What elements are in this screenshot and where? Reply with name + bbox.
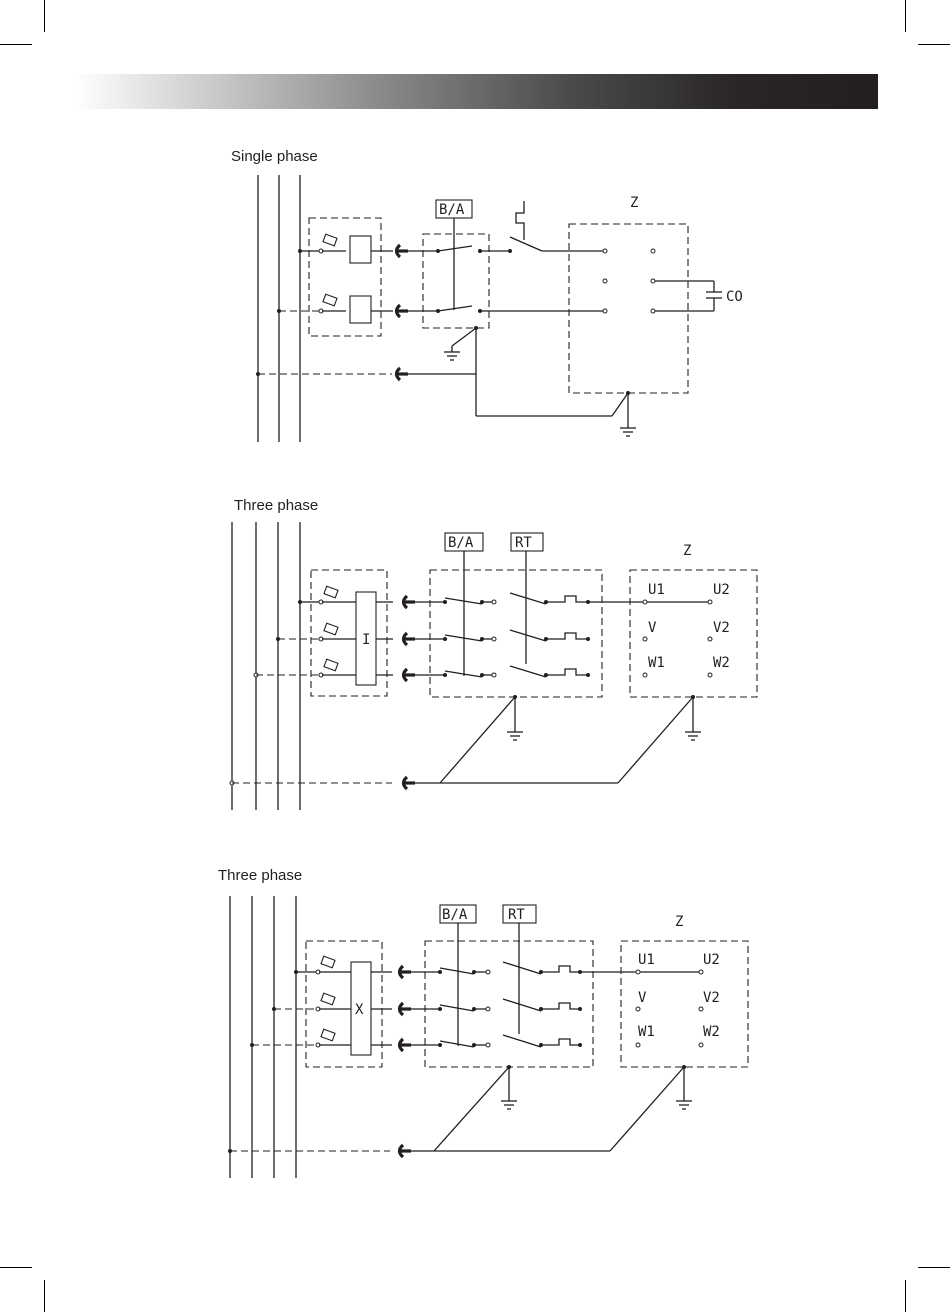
crop-mark <box>905 1280 906 1312</box>
label-relay-rt-3ph-2: RT <box>508 907 525 923</box>
phase-rows-2 <box>411 962 638 1047</box>
three-phase-diagram-2: X B/A RT Z U1 U2 <box>0 0 950 1200</box>
terminal-w1-2: W1 <box>638 1024 655 1040</box>
terminal-w2-2: W2 <box>703 1024 720 1040</box>
crop-mark <box>0 1267 32 1268</box>
label-switch-ba-3ph-2: B/A <box>442 907 468 923</box>
terminal-v-2: V <box>638 990 647 1006</box>
terminal-v2-2: V2 <box>703 990 720 1006</box>
terminal-u1-2: U1 <box>638 952 655 968</box>
crop-mark <box>918 1267 950 1268</box>
terminal-u2-2: U2 <box>703 952 720 968</box>
crop-mark <box>44 1280 45 1312</box>
label-load-z-3ph-2: Z <box>675 914 683 930</box>
label-breaker-x: X <box>355 1002 364 1018</box>
